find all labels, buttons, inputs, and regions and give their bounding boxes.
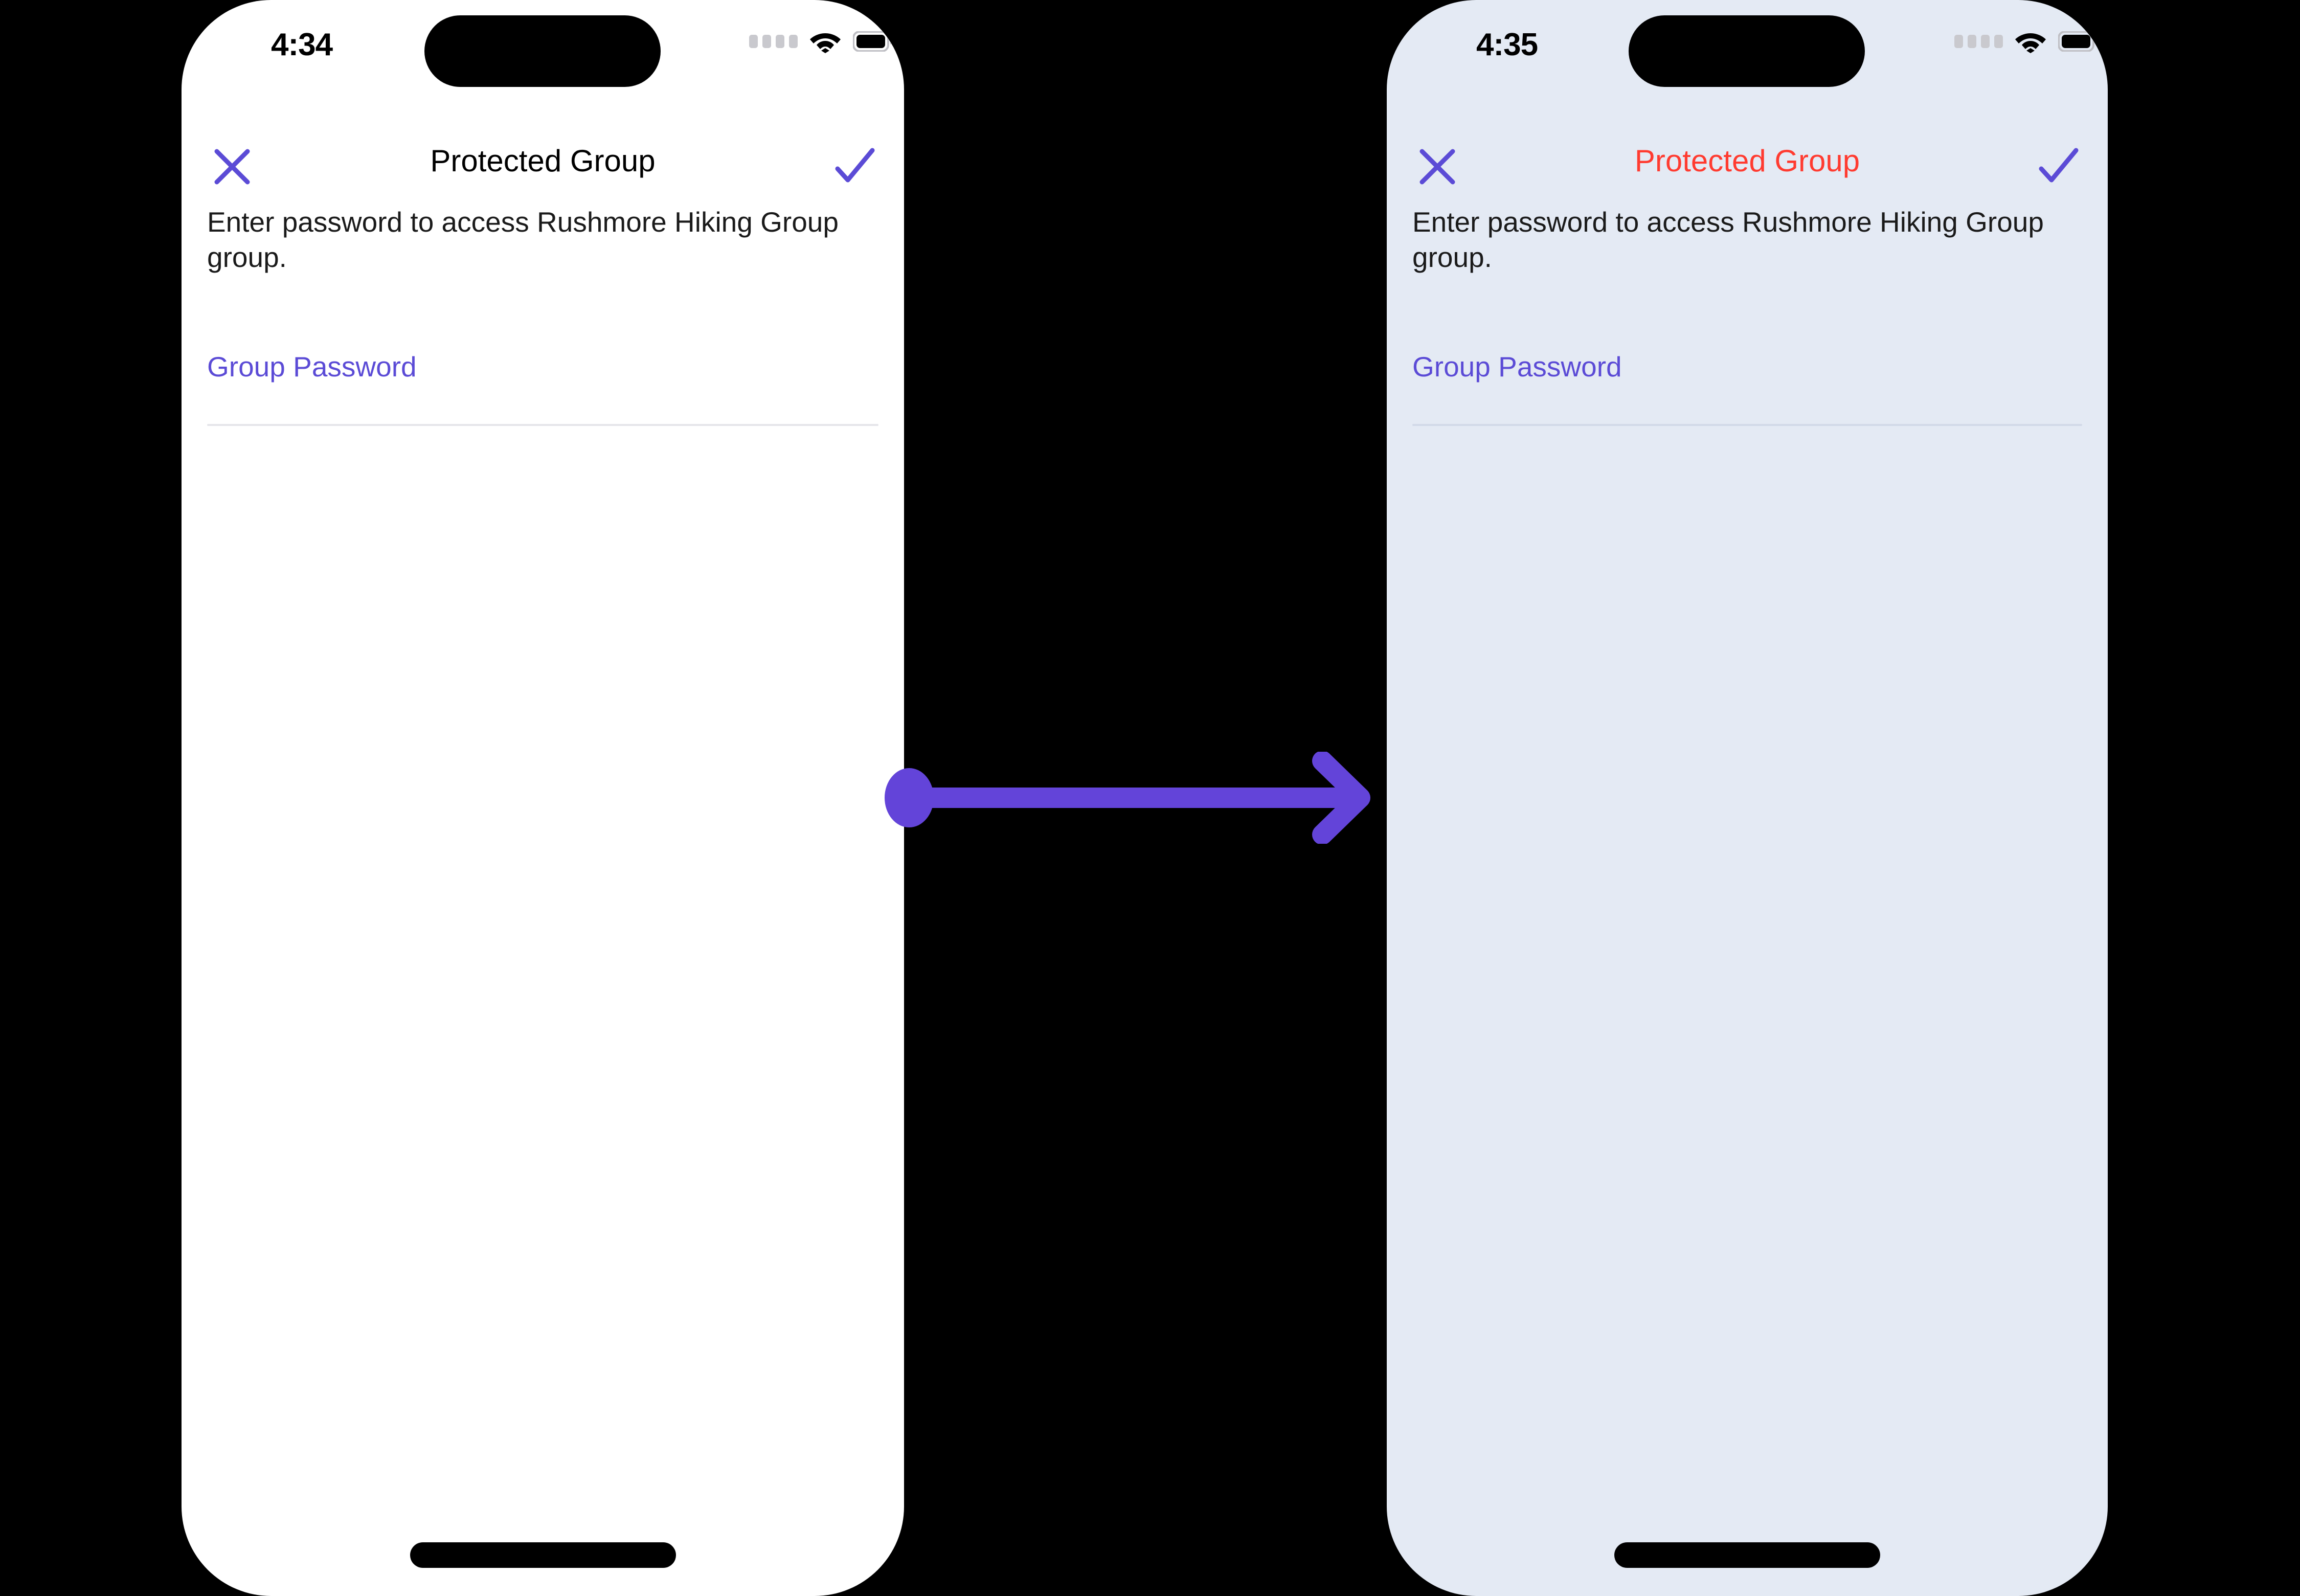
cellular-signal-icon [749,35,798,48]
group-password-input[interactable] [207,388,878,419]
status-indicators [1954,30,2098,53]
navigation-bar: Protected Group [1387,132,2108,198]
battery-icon [853,31,893,52]
navigation-bar: Protected Group [182,132,904,198]
field-underline [207,424,878,426]
group-password-input[interactable] [1412,388,2082,419]
status-bar: 4:35 [1387,0,2108,102]
page-title: Protected Group [1634,144,1860,178]
battery-icon [2058,31,2098,52]
status-indicators [749,30,893,53]
phone-screen-after: 4:35 [1387,0,2108,1596]
checkmark-icon[interactable] [830,142,880,191]
status-time: 4:34 [271,27,333,62]
phone-screen-before: 4:34 [182,0,904,1596]
wifi-icon [2014,30,2047,53]
cellular-signal-icon [1954,35,2003,48]
dynamic-island [1629,15,1865,87]
right-arrow-icon [885,751,1386,845]
field-underline [1412,424,2082,426]
group-password-label: Group Password [1412,351,1622,383]
page-title: Protected Group [430,144,656,178]
home-indicator[interactable] [410,1542,676,1568]
checkmark-icon[interactable] [2034,142,2083,191]
group-password-label: Group Password [207,351,417,383]
status-bar: 4:34 [182,0,904,102]
dynamic-island [424,15,661,87]
home-indicator[interactable] [1614,1542,1880,1568]
instruction-text: Enter password to access Rushmore Hiking… [1412,206,2044,274]
close-x-icon[interactable] [210,144,255,189]
group-password-field[interactable]: Group Password [1412,353,2082,426]
group-password-field[interactable]: Group Password [207,353,878,426]
status-time: 4:35 [1476,27,1538,62]
instruction-text: Enter password to access Rushmore Hiking… [207,206,839,274]
close-x-icon[interactable] [1415,144,1460,189]
wifi-icon [809,30,842,53]
